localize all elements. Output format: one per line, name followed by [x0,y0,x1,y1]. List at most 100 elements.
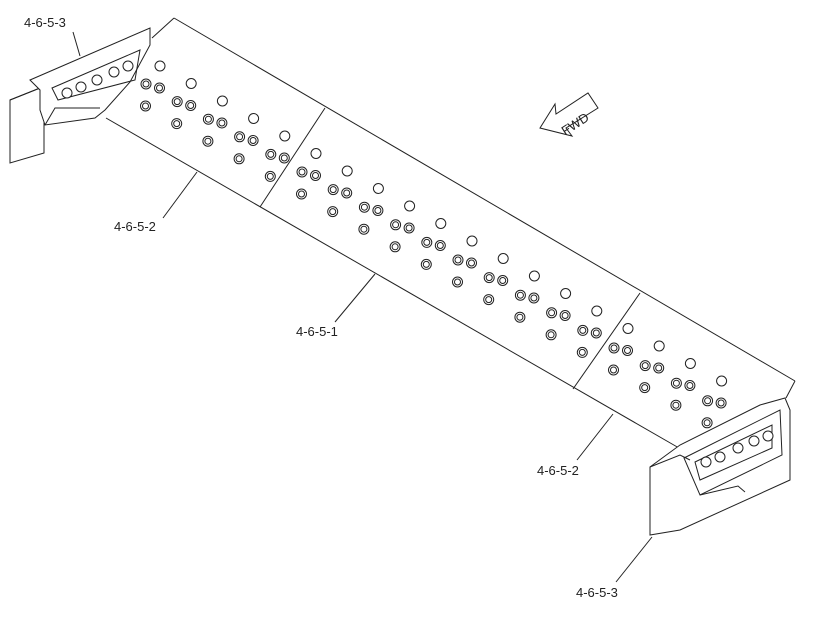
end-bit-right-bolt [700,456,712,468]
bolt-hole-nut [516,291,524,299]
bolt-hole-nut [204,137,212,145]
bolt-hole-nut [173,98,181,106]
bolt-hole [684,358,696,369]
bolt-hole-nut [267,150,275,158]
bolt-hole [653,340,665,352]
end-bit-left-bolt [122,60,134,72]
bolt-hole [716,375,728,387]
bolt-hole-nut [499,277,507,284]
bolt-hole-nut [530,294,538,302]
bolt-hole-nut [547,331,555,339]
bolt-hole-nut [423,238,431,246]
bolt-hole-nut [156,84,163,92]
bolt-hole-nut [592,329,600,337]
bolt-hole-nut [672,379,680,387]
callout-cutting-edge-center: 4-6-5-1 [296,324,338,339]
bolt-hole [341,165,353,177]
end-bit-left-bolt [61,87,73,99]
bolt-hole [279,130,291,142]
bolt-hole-nut [218,119,226,127]
end-bit-right-bolt [732,442,744,454]
bolt-hole [248,113,260,124]
callout-cutting-edge-right: 4-6-5-2 [537,463,579,478]
bolt-hole-nut [298,168,306,176]
leader-cutting-edge-center [334,273,376,323]
end-bit-left-bolt-face [51,49,141,101]
end-bit-right-top [649,454,691,468]
bolt-hole-nut [204,115,212,123]
bolt-hole-nut [235,155,243,163]
bolt-hole [466,235,478,247]
bolt-hole-nut [391,243,399,251]
bolt-hole-nut [686,382,694,389]
bolt-hole-nut [610,344,618,352]
bolt-hole-nut [578,348,586,356]
blade-bottom-edge [105,117,680,449]
bolt-hole-nut [142,80,150,88]
fwd-arrow-icon [539,92,599,137]
callout-cutting-edge-left: 4-6-5-2 [114,219,156,234]
bolt-hole-nut [374,207,382,214]
bolt-hole-nut [405,224,413,232]
end-bit-right-bolt-face [694,424,773,481]
callout-labels: 4-6-5-3 4-6-5-2 4-6-5-1 4-6-5-2 4-6-5-3 [24,15,618,600]
section-divider-left [259,107,326,208]
bolt-hole [591,305,603,317]
end-bit-right-bolt [748,435,760,447]
blade-left-top-corner [151,17,175,39]
end-bit-left-plate [9,87,45,164]
bolt-hole-nut [655,364,663,372]
bolt-hole-nut [485,296,493,304]
callout-leaders [72,31,653,583]
bolt-hole-nut [298,190,305,198]
end-bit-left-bolt [91,74,103,86]
bolt-hole-nut [280,154,288,162]
end-bit-left-body [29,27,151,126]
leader-cutting-edge-left [162,171,198,219]
callout-end-bit-left: 4-6-5-3 [24,15,66,30]
bolt-hole-nut [392,221,400,229]
bolt-hole-nut [468,259,475,267]
bolt-hole-nut [436,242,444,249]
cutting-edge-assembly [105,17,796,449]
bolt-hole-nut [516,313,524,321]
end-bit-right-bolt [714,451,726,463]
bolt-hole [216,95,228,107]
bolt-hole [372,183,384,194]
bolt-hole-nut [454,278,461,286]
bolt-hole-nut [610,366,617,374]
bolt-hole-nut [703,419,711,427]
bolt-hole [528,270,540,282]
bolt-hole-nut [454,256,462,264]
bolt-hole [185,78,197,89]
bolt-hole [622,323,634,334]
leader-cutting-edge-right [576,413,614,461]
bolt-hole-nut [672,401,680,409]
bolt-hole-nut [641,362,649,370]
bolt-hole-nut [329,208,337,216]
bolt-hole-nut [561,312,569,319]
blade-right-end [785,380,796,399]
bolt-hole-nut [329,186,337,194]
bolt-hole [310,148,322,159]
section-divider-right [572,292,641,390]
bolt-hole-nut [360,203,368,211]
bolt-hole-nut [312,172,319,179]
bolt-hole [497,253,509,264]
bolt-hole-nut [236,133,244,141]
forward-direction-arrow: FWD [539,92,599,138]
bolt-hole [435,218,447,229]
end-bit-left-bolt [75,81,87,93]
end-bit-right-body [683,409,783,496]
bolt-hole [154,60,166,72]
bolt-hole-nut [624,347,631,354]
end-bit-right-bolt [762,430,774,442]
end-bit-right-plate [649,397,791,536]
bolt-hole [404,200,416,212]
bolt-hole-nut [717,399,725,407]
bolt-hole-nut [266,172,274,180]
bolt-hole-nut [548,309,556,317]
end-bit-left-bolt [108,66,120,78]
end-bit-left-notch [44,107,100,126]
leader-end-bit-right [615,536,653,583]
